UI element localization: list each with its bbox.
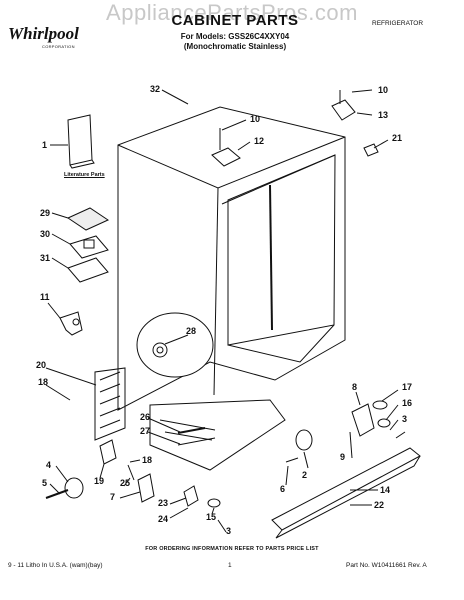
watermark: AppliancePartsPros.com: [106, 0, 358, 25]
callout-6: 6: [280, 484, 286, 494]
callout-28: 28: [186, 326, 197, 336]
litho-info: 9 - 11 Litho In U.S.A. (wam)(bay): [8, 562, 103, 569]
brand-sub: CORPORATION: [42, 44, 75, 49]
callout-3-right: 3: [402, 414, 408, 424]
callout-8: 8: [352, 382, 358, 392]
callout-31: 31: [40, 253, 51, 263]
callout-18-left: 18: [38, 377, 49, 387]
callout-20: 20: [36, 360, 47, 370]
callout-27: 27: [140, 426, 151, 436]
callout-10: 10: [250, 114, 261, 124]
brand-logo: Whirlpool: [8, 24, 79, 43]
category-label: REFRIGERATOR: [372, 20, 424, 27]
page-number: 1: [228, 562, 232, 569]
callout-5: 5: [42, 478, 48, 488]
callout-22: 22: [374, 500, 385, 510]
model-info: For Models: GSS26C4XXY04 (Monochromatic …: [150, 32, 320, 52]
callout-24: 24: [158, 514, 169, 524]
callout-29: 29: [40, 208, 51, 218]
models-line-2: (Monochromatic Stainless): [183, 42, 287, 51]
callout-4: 4: [46, 460, 52, 470]
literature-parts-label: Literature Parts: [64, 172, 105, 178]
callout-9: 9: [340, 452, 346, 462]
callout-14: 14: [380, 485, 391, 495]
callout-21: 21: [392, 133, 403, 143]
order-info: FOR ORDERING INFORMATION REFER TO PARTS …: [145, 546, 319, 552]
part-number: Part No. W10411661 Rev. A: [346, 562, 427, 569]
callout-12: 12: [254, 136, 265, 146]
callout-10-top: 10: [378, 85, 389, 95]
callout-15: 15: [206, 512, 217, 522]
callout-2: 2: [302, 470, 308, 480]
callout-3-bottom: 3: [226, 526, 232, 536]
callout-16: 16: [402, 398, 413, 408]
page-title: CABINET PARTS: [171, 12, 299, 29]
callout-30: 30: [40, 229, 51, 239]
callout-32: 32: [150, 84, 161, 94]
callout-23: 23: [158, 498, 169, 508]
callout-1: 1: [42, 140, 48, 150]
callout-26: 26: [140, 412, 151, 422]
callout-19: 19: [94, 476, 105, 486]
callout-13: 13: [378, 110, 389, 120]
callout-11: 11: [40, 292, 50, 302]
callout-18: 18: [142, 455, 153, 465]
callout-17: 17: [402, 382, 413, 392]
models-line-1: For Models: GSS26C4XXY04: [180, 32, 290, 41]
callout-25: 25: [120, 478, 131, 488]
callout-7: 7: [110, 492, 116, 502]
